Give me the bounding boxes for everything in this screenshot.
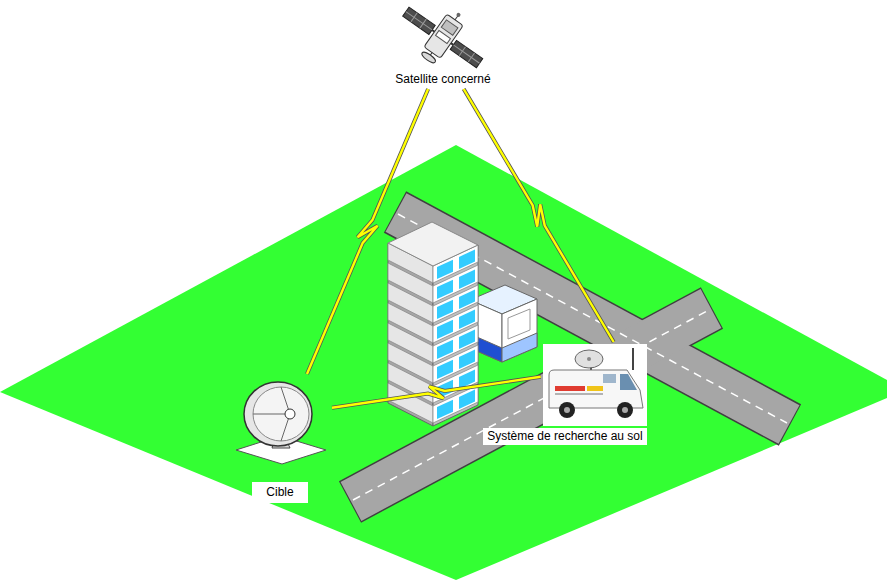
lightning-link: [464, 89, 614, 342]
node-label: Cible: [252, 482, 307, 503]
target-dish-node: Cible: [230, 376, 330, 503]
low-building: [470, 285, 537, 362]
satellite-node: Satellite concerné: [388, 4, 498, 87]
link-core: [464, 89, 614, 342]
van-icon: [543, 344, 647, 426]
roads: [350, 212, 790, 502]
sat-icon: [388, 4, 498, 70]
link-outline: [464, 89, 614, 342]
link-outline: [332, 377, 541, 408]
link-core: [332, 377, 541, 408]
dish-icon: [230, 376, 330, 466]
node-label: Système de recherche au sol: [483, 428, 646, 445]
search-vehicle-node: Système de recherche au sol: [483, 344, 646, 445]
link-core: [307, 89, 428, 374]
node-label: Satellite concerné: [393, 72, 492, 87]
lightning-link: [332, 377, 541, 408]
ground-area: [0, 145, 887, 580]
link-outline: [307, 89, 428, 374]
lightning-link: [307, 89, 428, 374]
